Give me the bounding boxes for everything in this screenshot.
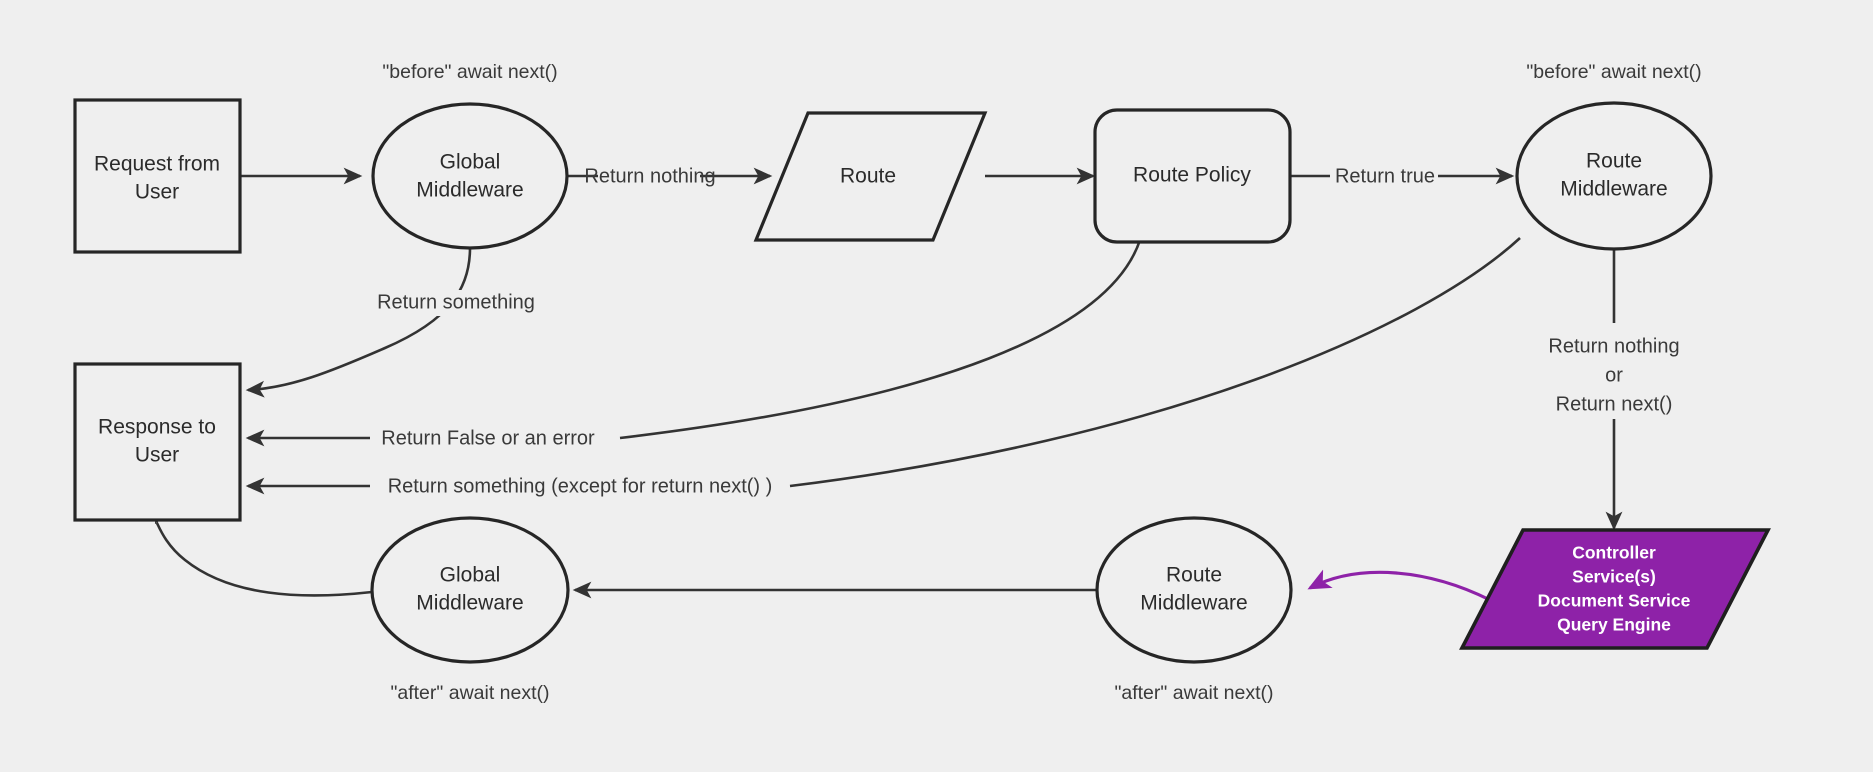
edge-route-policy-to-response	[619, 239, 1142, 440]
node-global-middleware-top-label-line2: Middleware	[416, 179, 523, 202]
edge-label-return-true-text: Return true	[1335, 165, 1435, 187]
node-global-middleware-top-label-line1: Global	[440, 151, 501, 174]
edge-label-return-something-except: Return something (except for return next…	[372, 474, 788, 500]
edge-label-return-nothing-or-next: Return nothing or Return next()	[1524, 325, 1706, 419]
node-route-middleware-bottom-label-line1: Route	[1166, 564, 1222, 587]
node-request-from-user-label-line1: Request from	[94, 153, 220, 176]
edge-label-return-false-or-error: Return False or an error	[372, 426, 604, 452]
node-route-label: Route	[840, 165, 896, 188]
node-controller-label-line4: Query Engine	[1557, 615, 1671, 635]
edge-label-return-false-or-error-text: Return False or an error	[381, 427, 595, 449]
node-route-middleware-top-label-line2: Middleware	[1560, 178, 1667, 201]
edge-label-return-nothing-text: Return nothing	[584, 165, 715, 187]
node-route-middleware-top[interactable]: Route Middleware	[1515, 101, 1713, 251]
edge-label-return-something-except-text: Return something (except for return next…	[388, 475, 773, 497]
node-controller-label-line1: Controller	[1572, 543, 1656, 563]
edge-global-middleware-bottom-to-response	[154, 503, 373, 597]
note-after-await-next-right: "after" await next()	[1114, 682, 1273, 704]
node-response-to-user-label-line2: User	[135, 444, 179, 467]
node-response-to-user-label-line1: Response to	[98, 416, 216, 439]
node-controller-label-line2: Service(s)	[1572, 567, 1656, 587]
node-global-middleware-bottom-label-line2: Middleware	[416, 592, 523, 615]
edge-label-return-something-top: Return something	[363, 290, 543, 316]
note-after-await-next-left: "after" await next()	[390, 682, 549, 704]
node-request-from-user-label-line2: User	[135, 181, 179, 204]
node-route-policy-label: Route Policy	[1133, 164, 1251, 187]
edge-label-return-nothing: Return nothing	[584, 164, 716, 189]
node-request-from-user[interactable]: Request from User	[73, 98, 242, 254]
node-route-middleware-bottom-label-line2: Middleware	[1140, 592, 1247, 615]
edge-label-return-something-top-text: Return something	[377, 291, 535, 313]
note-before-await-next-left: "before" await next()	[382, 61, 557, 83]
edge-label-return-nothing-or-next-line2: or	[1605, 364, 1623, 386]
node-route-policy[interactable]: Route Policy	[1093, 108, 1292, 244]
node-response-to-user[interactable]: Response to User	[73, 362, 242, 522]
node-controller-services[interactable]: Controller Service(s) Document Service Q…	[1459, 528, 1771, 650]
note-before-await-next-right: "before" await next()	[1526, 61, 1701, 83]
node-controller-label-line3: Document Service	[1538, 591, 1691, 611]
node-global-middleware-bottom[interactable]: Global Middleware	[370, 516, 570, 664]
node-global-middleware-bottom-label-line1: Global	[440, 564, 501, 587]
node-global-middleware-top[interactable]: Global Middleware	[371, 102, 569, 250]
node-route[interactable]: Route	[753, 111, 988, 242]
edge-label-return-true: Return true	[1332, 164, 1438, 189]
edge-global-middleware-to-response	[245, 247, 472, 398]
edge-label-return-nothing-or-next-line1: Return nothing	[1548, 335, 1679, 357]
edge-label-return-nothing-or-next-line3: Return next()	[1556, 393, 1673, 415]
node-route-middleware-bottom[interactable]: Route Middleware	[1095, 516, 1293, 664]
edge-route-middleware-to-response	[789, 237, 1521, 488]
edge-controller-to-route-middleware-bottom	[1307, 569, 1491, 602]
node-route-middleware-top-label-line1: Route	[1586, 150, 1642, 173]
